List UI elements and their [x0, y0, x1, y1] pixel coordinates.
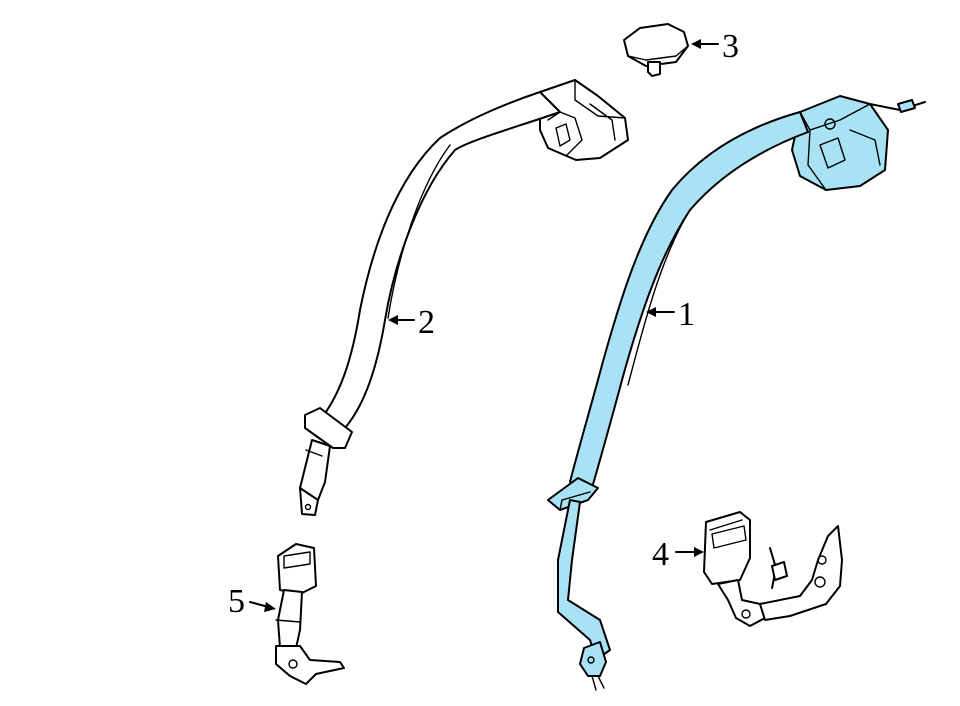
callout-2: 2	[388, 304, 435, 341]
part-4-buckle-assembly[interactable]	[703, 511, 843, 627]
callout-label-2: 2	[418, 304, 435, 341]
part-5-buckle[interactable]	[275, 543, 345, 685]
callout-1: 1	[646, 296, 695, 333]
part-1-seat-belt-highlighted[interactable]	[547, 95, 926, 691]
callout-5: 5	[228, 583, 276, 620]
callout-label-4: 4	[652, 536, 669, 573]
callout-3: 3	[691, 28, 739, 65]
part-3-guide-cover[interactable]	[623, 23, 689, 77]
callout-label-3: 3	[722, 28, 739, 65]
part-2-seat-belt[interactable]	[299, 79, 629, 516]
callout-label-1: 1	[678, 296, 695, 333]
callout-label-5: 5	[228, 583, 245, 620]
callout-4: 4	[652, 536, 704, 573]
